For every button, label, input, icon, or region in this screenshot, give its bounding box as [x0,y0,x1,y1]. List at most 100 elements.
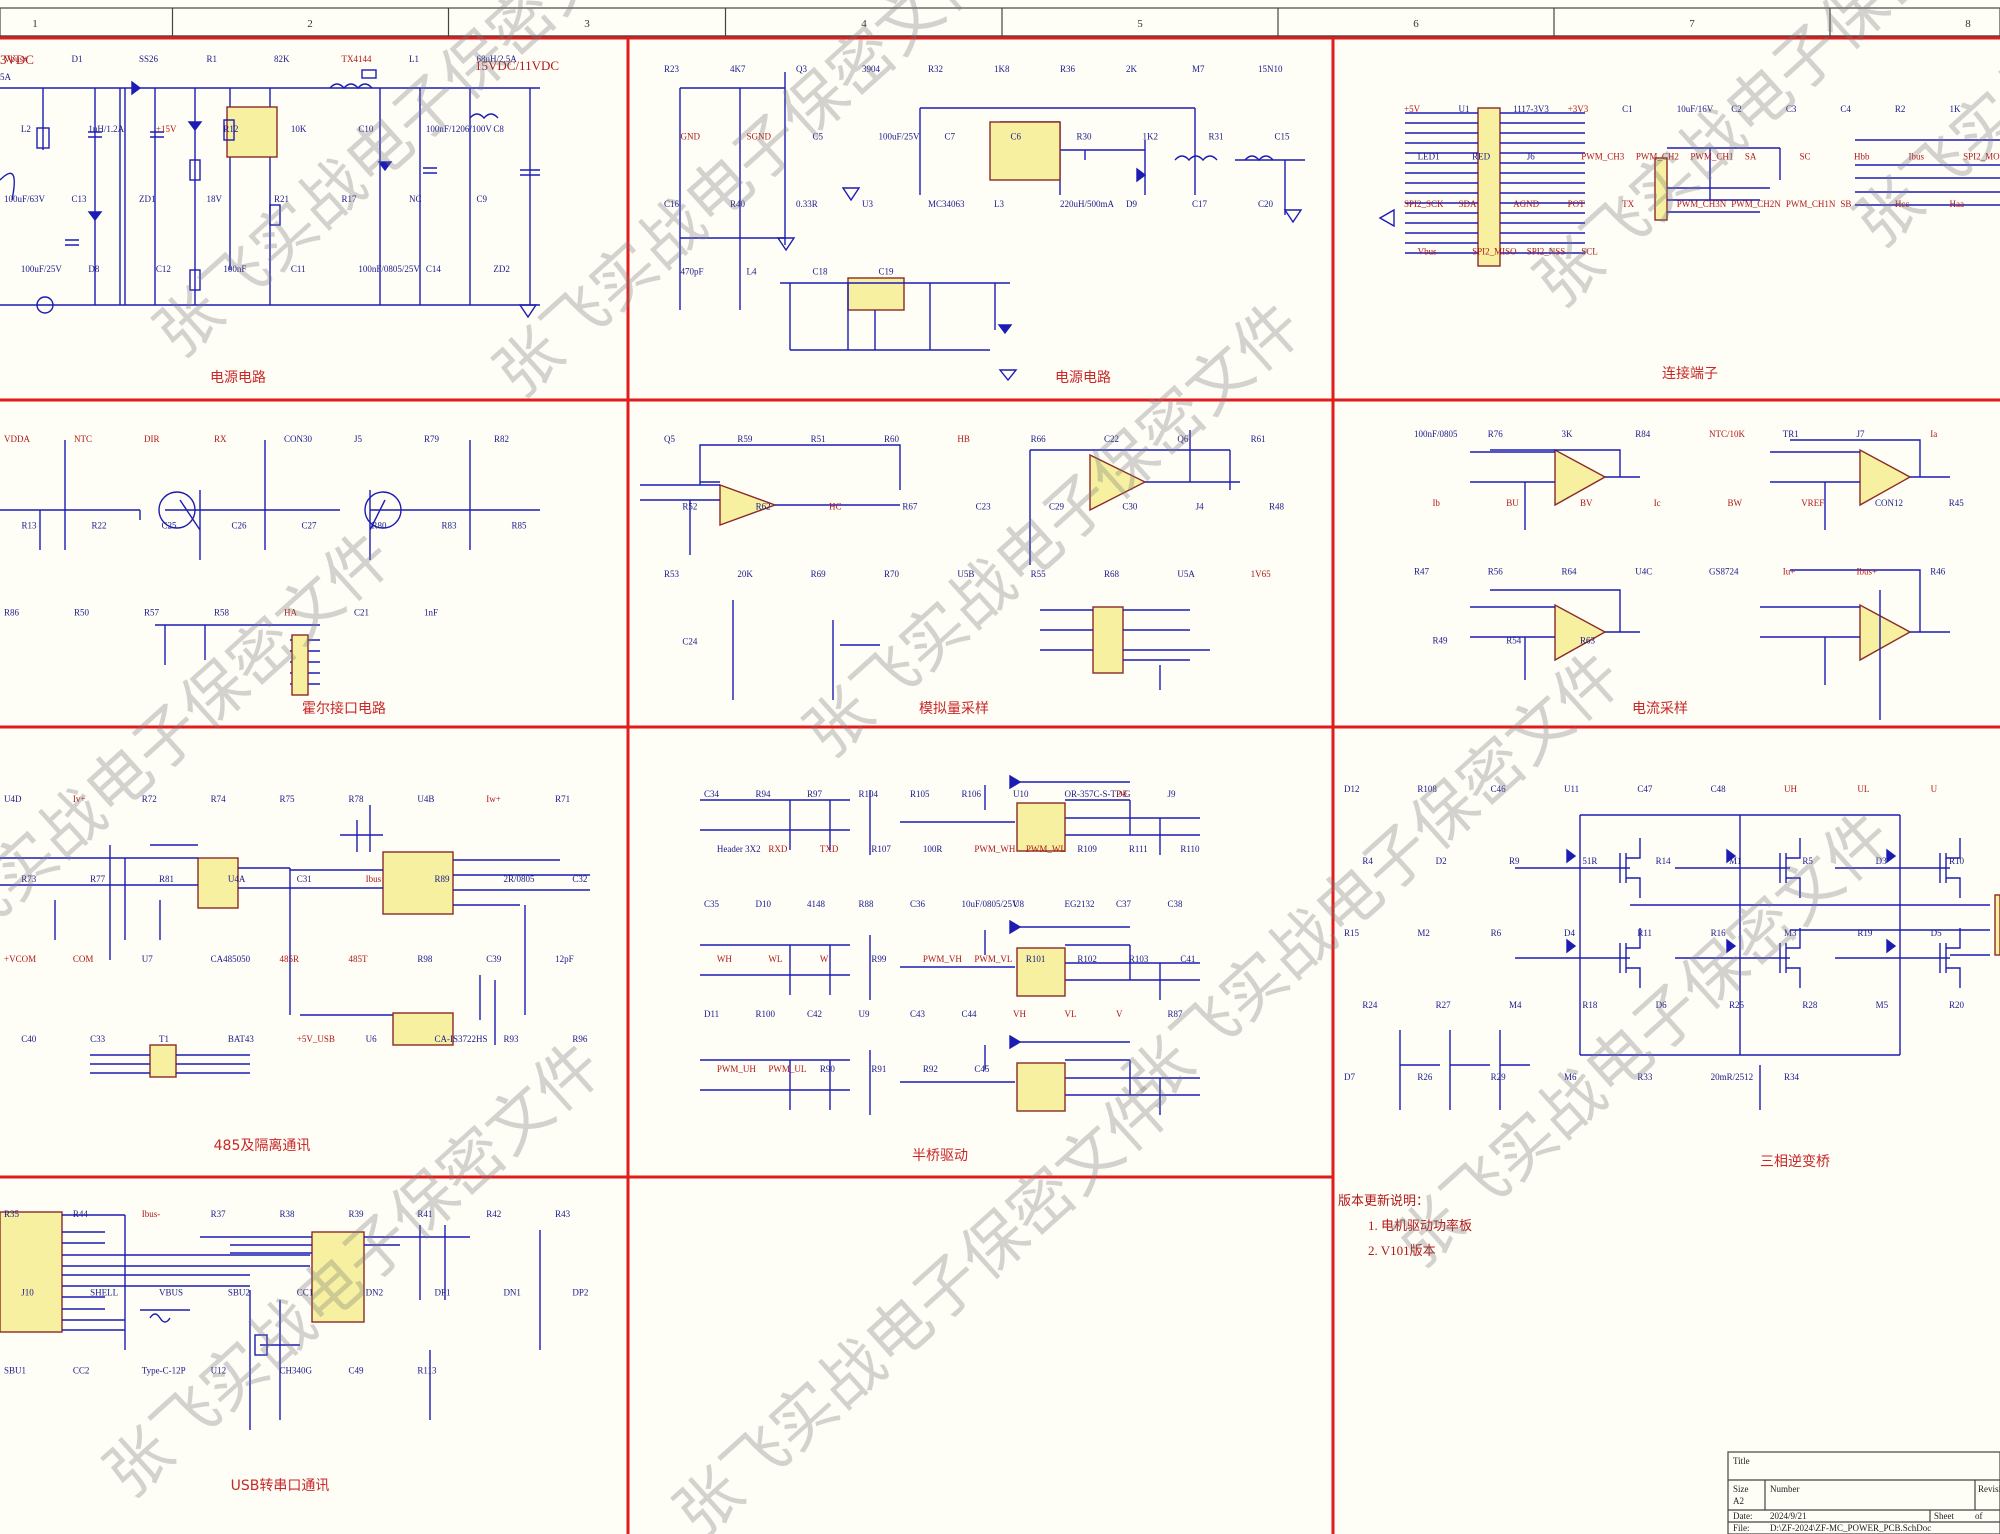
component-label: SA [1745,152,1757,162]
halfbridge-wiring [700,781,1200,855]
component-label: C10 [358,124,374,134]
component-label: VDDA [4,434,30,444]
component-label: SB [1840,199,1851,209]
component-label: U1 [1459,104,1470,114]
tb-date-label: Date: [1733,1511,1753,1521]
component-label: C20 [1258,199,1274,209]
component-label: POT [1568,199,1586,209]
component-label: C36 [910,899,926,909]
component-label: C27 [302,521,318,531]
gate-diode [1726,848,1737,864]
component-label: J5 [354,434,363,444]
component-label: +VCOM [4,954,36,964]
component-label: 2K [1126,64,1138,74]
component-label: J4 [1196,502,1205,512]
component-label: R14 [1656,856,1672,866]
component-label: R70 [884,569,900,579]
component-label: R1 [207,54,218,64]
component-label: V [1116,1009,1123,1019]
watermark-text: 张飞实战电子保密文件 [1381,799,1906,1282]
note-3vdc: 3VDC [0,52,34,67]
block-title: 模拟量采样 [919,701,989,717]
component-label: EG2132 [1065,899,1095,909]
component-label: GND [681,132,701,142]
component-label: HA [284,607,297,617]
component-label: OR-357C-S-TP-G [1065,789,1132,799]
component-label: D9 [1126,199,1137,209]
block-power-middle [679,72,1305,382]
component-label: D1 [72,54,83,64]
section-grid [0,36,2000,1534]
component-label: +3V3 [1568,104,1589,114]
component-label: 0.33R [796,199,818,209]
component-label: 1K8 [994,64,1010,74]
component-label: Ibus [366,874,382,884]
component-label: R38 [280,1209,296,1219]
component-label: Ic [1654,498,1661,508]
component-label: R64 [1562,567,1578,577]
component-label: +5V_USB [297,1034,335,1044]
component-label: DP2 [572,1287,588,1297]
component-label: R107 [871,844,891,854]
gate-diode [1886,938,1897,954]
component-label: U4B [417,794,434,804]
component-label: C47 [1637,784,1653,794]
component-label: R85 [512,521,528,531]
component-label: J6 [1527,152,1536,162]
component-label: AGND [1513,199,1539,209]
component-label: R96 [572,1034,588,1044]
block-usb [0,1211,541,1430]
component-label: PWM_VH [923,954,963,964]
component-label: COM [73,954,94,964]
component-label: Ibus [1909,152,1925,162]
tb-sheet: of [1975,1511,1983,1521]
component-label: LED1 [1418,152,1440,162]
component-label: Ib [1432,498,1440,508]
component-label: C21 [354,607,369,617]
ruler-column-label: 2 [307,18,313,30]
component-label: R31 [1209,132,1224,142]
component-label: U4C [1635,567,1652,577]
component-label: R20 [1949,1000,1965,1010]
component-label: Vbus+ [4,54,28,64]
component-label: C34 [704,789,720,799]
block-current [1470,439,1950,720]
power-notes: 3VDC 15VDC/11VDC 5A [0,52,559,82]
component-label: U8 [1013,899,1024,909]
ruler-column-label: 3 [584,18,590,30]
component-label: C45 [974,1064,990,1074]
eg2132-chip [1016,1062,1066,1112]
component-label: BW [1727,498,1742,508]
component-label: L1 [409,54,419,64]
component-label: CON12 [1875,498,1903,508]
component-label: SCL [1581,247,1598,257]
tb-date: 2024/9/21 [1770,1511,1807,1521]
component-label: R69 [811,569,827,579]
component-label: C19 [879,267,895,277]
component-label: R111 [1129,844,1148,854]
component-label: C32 [572,874,587,884]
revision-notes: 版本更新说明： 1. 电机驱动功率板 2. V101版本 [1338,1193,1472,1258]
mosfet-symbol [1779,928,1801,988]
component-label: 100uF/63V [4,194,46,204]
component-label: PWM_CH1 [1690,152,1733,162]
component-label: R52 [682,502,697,512]
note-fuse: 5A [0,72,12,82]
component-label: C37 [1116,899,1132,909]
component-label: R84 [1635,429,1651,439]
block-hall [0,440,540,696]
revision-item-1: 1. 电机驱动功率板 [1368,1218,1472,1233]
component-label: R66 [1031,434,1047,444]
component-label: C1 [1622,104,1633,114]
component-label: R91 [871,1064,886,1074]
component-label: D10 [756,899,772,909]
bootstrap-diode [1009,1034,1022,1050]
block-title: 电源电路 [1055,370,1111,386]
tb-size: A2 [1733,1496,1744,1506]
component-label: U5B [957,569,974,579]
component-label: TXD [820,844,839,854]
component-label: R74 [211,794,227,804]
tb-file: D:\ZF-2024\ZF-MC_POWER_PCB.SchDoc [1770,1523,1931,1533]
component-label: R106 [962,789,982,799]
component-label: R40 [730,199,746,209]
